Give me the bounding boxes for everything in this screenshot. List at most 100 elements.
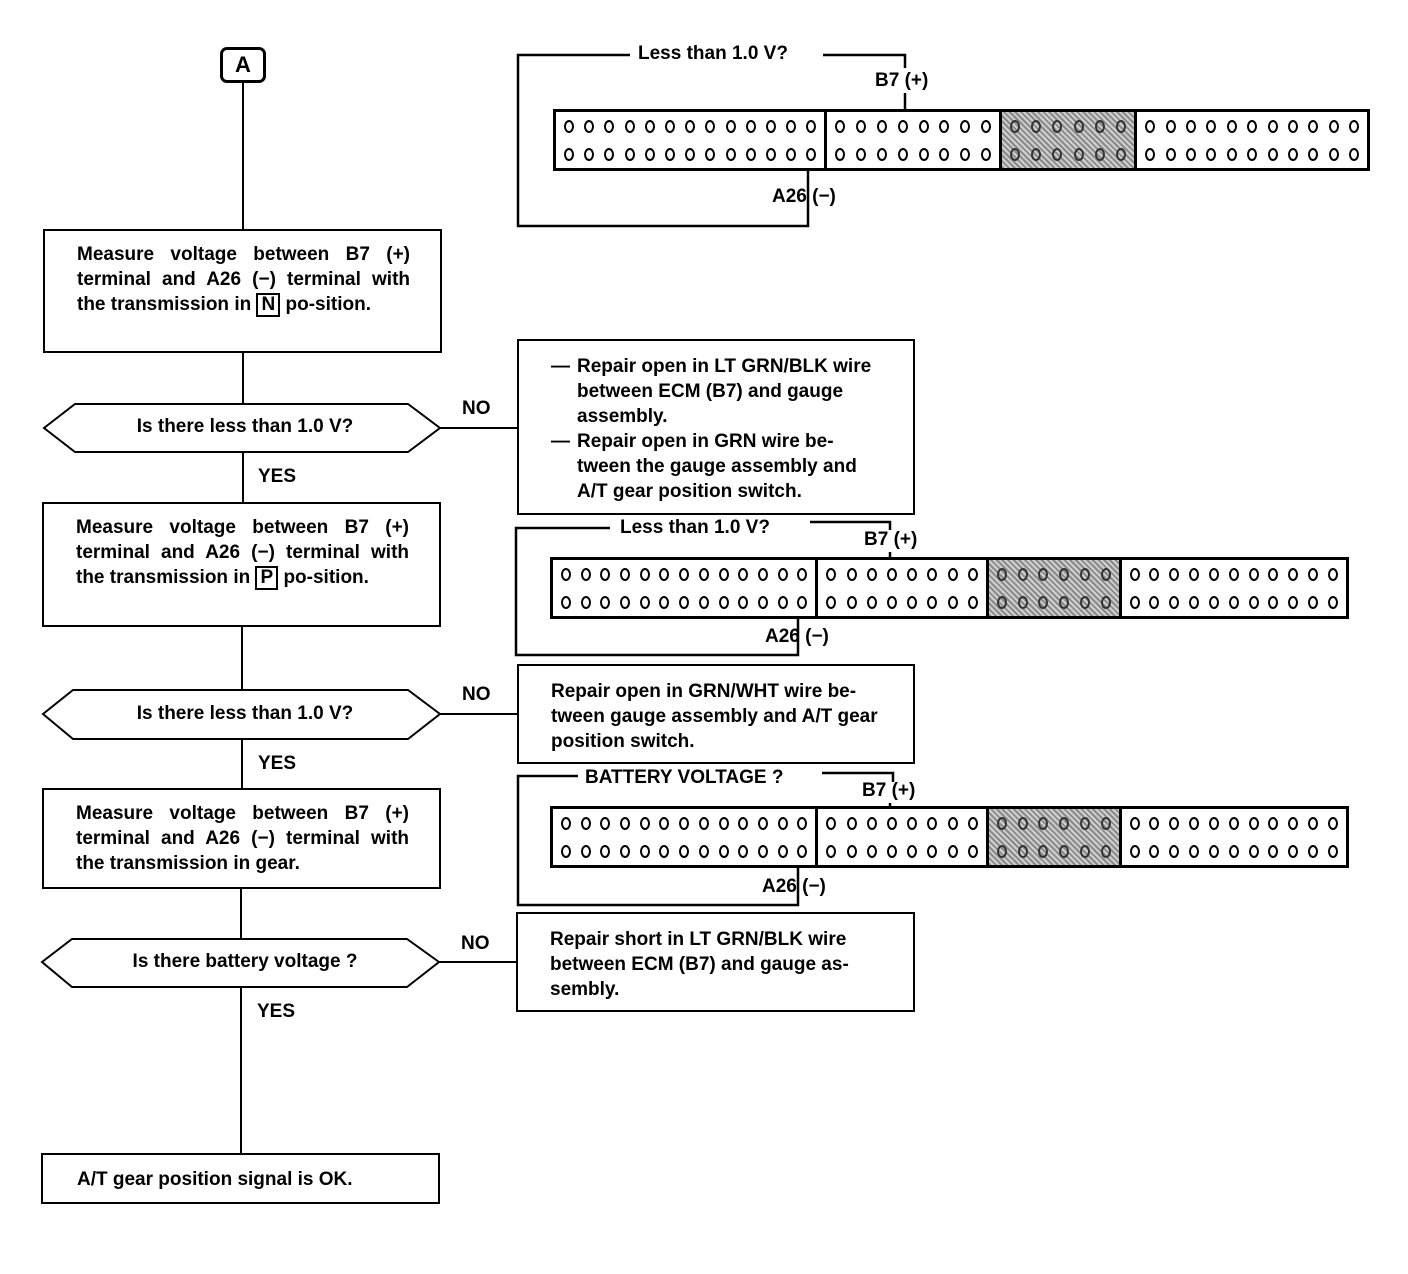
pin-row bbox=[1009, 140, 1127, 168]
pin-row bbox=[1145, 112, 1359, 140]
terminal-pin bbox=[797, 595, 808, 609]
terminal-pin bbox=[639, 816, 650, 830]
conclusion-text: A/T gear position signal is OK. bbox=[77, 1169, 353, 1190]
decision-shape bbox=[40, 938, 441, 988]
pin-row bbox=[564, 140, 817, 168]
pin-row bbox=[996, 837, 1111, 865]
probe-wire-plus bbox=[822, 771, 895, 782]
terminal-pin bbox=[725, 119, 736, 133]
terminal-pin bbox=[967, 595, 978, 609]
terminal-pin bbox=[1059, 816, 1070, 830]
connector-1-plus-label: B7 (+) bbox=[875, 70, 929, 91]
terminal-pin bbox=[846, 567, 857, 581]
pin-row bbox=[564, 112, 817, 140]
ecm-connector-2 bbox=[550, 557, 1349, 619]
terminal-pin bbox=[866, 567, 877, 581]
terminal-pin bbox=[584, 119, 595, 133]
terminal-pin bbox=[1208, 567, 1219, 581]
terminal-pin bbox=[1189, 595, 1200, 609]
terminal-pin bbox=[1288, 844, 1299, 858]
terminal-pin bbox=[1149, 844, 1160, 858]
connector-3-minus-label: A26 (−) bbox=[762, 876, 826, 897]
terminal-pin bbox=[1100, 567, 1111, 581]
terminal-pin bbox=[1165, 147, 1176, 161]
terminal-pin bbox=[1073, 147, 1084, 161]
terminal-pin bbox=[757, 816, 768, 830]
terminal-pin bbox=[685, 147, 696, 161]
terminal-pin bbox=[846, 816, 857, 830]
terminal-pin bbox=[1038, 567, 1049, 581]
terminal-pin bbox=[797, 567, 808, 581]
terminal-pin bbox=[1327, 595, 1338, 609]
decision-1-question: Is there less than 1.0 V? bbox=[136, 416, 354, 437]
terminal-pin bbox=[580, 816, 591, 830]
terminal-pin bbox=[826, 595, 837, 609]
start-marker-a: A bbox=[220, 47, 266, 83]
terminal-pin bbox=[927, 844, 938, 858]
terminal-pin bbox=[1267, 147, 1278, 161]
terminal-pin bbox=[1186, 147, 1197, 161]
terminal-pin bbox=[980, 147, 991, 161]
terminal-pin bbox=[1328, 119, 1339, 133]
terminal-pin bbox=[960, 119, 971, 133]
terminal-pin bbox=[1288, 595, 1299, 609]
connector-1-prompt: Less than 1.0 V? bbox=[638, 43, 788, 64]
terminal-pin bbox=[600, 844, 611, 858]
terminal-pin bbox=[1052, 147, 1063, 161]
terminal-pin bbox=[777, 567, 788, 581]
connector-section-shaded bbox=[988, 809, 1122, 865]
terminal-pin bbox=[826, 567, 837, 581]
terminal-pin bbox=[1186, 119, 1197, 133]
terminal-pin bbox=[561, 844, 571, 858]
terminal-pin bbox=[1079, 844, 1090, 858]
terminal-pin bbox=[1327, 567, 1338, 581]
terminal-pin bbox=[1226, 147, 1237, 161]
decision-2-question: Is there less than 1.0 V? bbox=[136, 703, 354, 724]
terminal-pin bbox=[620, 816, 631, 830]
step-2-box: Measure voltage between B7 (+) terminal … bbox=[42, 502, 441, 627]
terminal-pin bbox=[826, 816, 837, 830]
terminal-pin bbox=[679, 816, 690, 830]
terminal-pin bbox=[1287, 147, 1298, 161]
connector-section bbox=[553, 560, 819, 616]
terminal-pin bbox=[1059, 595, 1070, 609]
terminal-pin bbox=[939, 119, 950, 133]
terminal-pin bbox=[659, 567, 670, 581]
terminal-pin bbox=[886, 595, 897, 609]
terminal-pin bbox=[856, 119, 867, 133]
decision-shape bbox=[42, 403, 442, 453]
terminal-pin bbox=[777, 844, 788, 858]
probe-wire-minus bbox=[516, 53, 810, 228]
terminal-pin bbox=[600, 595, 611, 609]
terminal-pin bbox=[600, 567, 611, 581]
pin-row bbox=[1145, 140, 1359, 168]
terminal-pin bbox=[1116, 119, 1127, 133]
connector-3-prompt: BATTERY VOLTAGE ? bbox=[585, 767, 784, 788]
terminal-pin bbox=[1348, 119, 1359, 133]
terminal-pin bbox=[1116, 147, 1127, 161]
terminal-pin bbox=[679, 567, 690, 581]
terminal-pin bbox=[886, 816, 897, 830]
decision-3-yes-label: YES bbox=[257, 1001, 296, 1022]
terminal-pin bbox=[561, 595, 571, 609]
terminal-pin bbox=[1247, 147, 1258, 161]
step-1-box: Measure voltage between B7 (+) terminal … bbox=[43, 229, 442, 353]
terminal-pin bbox=[580, 595, 591, 609]
terminal-pin bbox=[1129, 816, 1140, 830]
probe-wire-minus bbox=[516, 774, 800, 907]
terminal-pin bbox=[1208, 595, 1219, 609]
terminal-pin bbox=[738, 595, 749, 609]
terminal-pin bbox=[564, 147, 574, 161]
terminal-pin bbox=[1228, 595, 1239, 609]
terminal-pin bbox=[705, 147, 716, 161]
step-2-text: Measure voltage between B7 (+) terminal … bbox=[76, 517, 409, 590]
connector-section bbox=[1137, 112, 1367, 168]
terminal-pin bbox=[980, 119, 991, 133]
terminal-pin bbox=[600, 816, 611, 830]
terminal-pin bbox=[1038, 595, 1049, 609]
terminal-pin bbox=[1248, 816, 1259, 830]
pin-row bbox=[1129, 809, 1338, 837]
connector-section bbox=[553, 809, 819, 865]
terminal-pin bbox=[927, 816, 938, 830]
terminal-pin bbox=[1228, 567, 1239, 581]
